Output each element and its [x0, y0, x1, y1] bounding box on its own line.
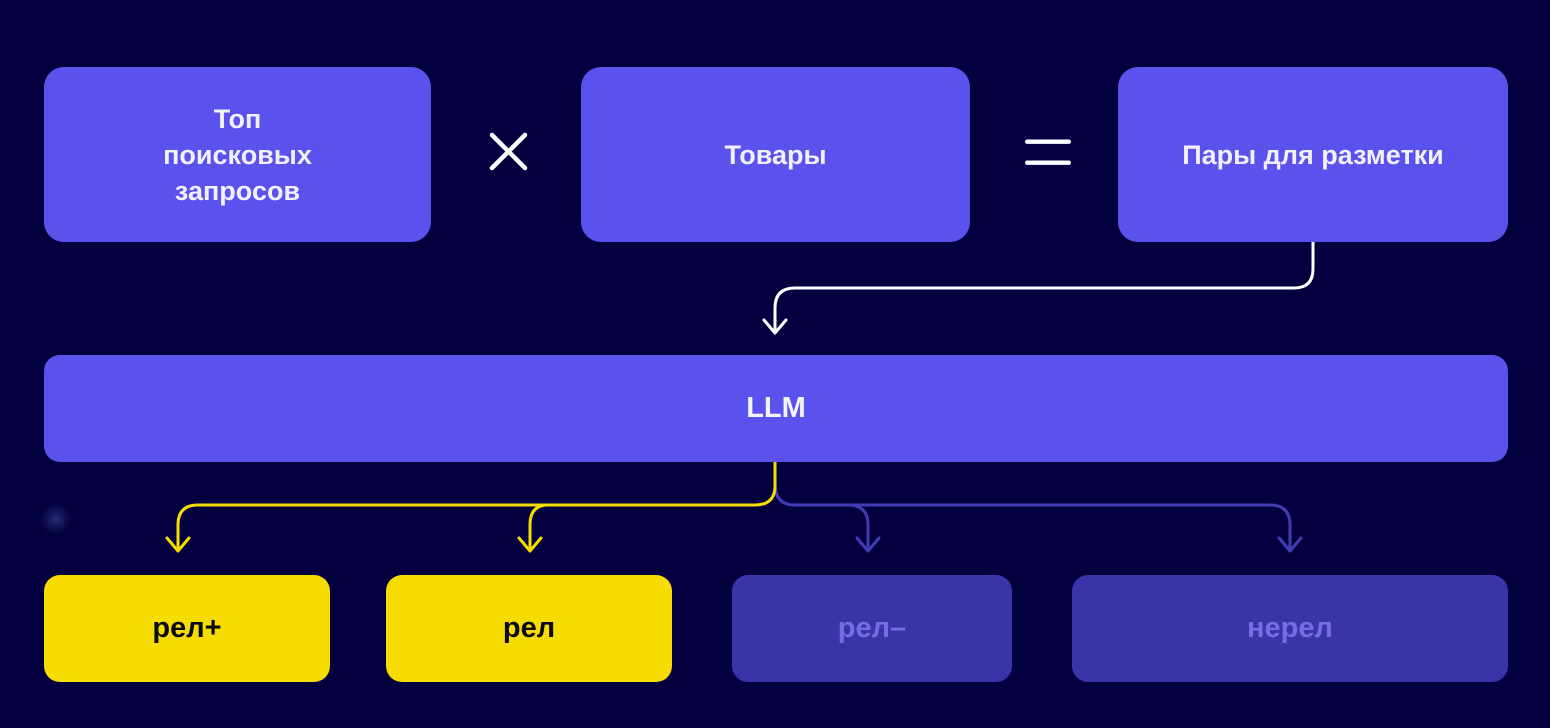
node-nerel-label: нерел: [1247, 612, 1333, 644]
node-nerel: нерел: [1072, 575, 1508, 682]
arrow-llm-to-rel: [517, 503, 612, 553]
arrow-pairs-to-llm: [762, 240, 1315, 335]
node-pairs-for-labeling-label: Пары для разметки: [1182, 139, 1444, 170]
node-pairs-for-labeling: Пары для разметки: [1118, 67, 1508, 242]
background-glow-dot: [40, 503, 72, 535]
arrow-llm-to-nerel: [773, 460, 1303, 553]
node-products: Товары: [581, 67, 970, 242]
node-rel-plus: рел+: [44, 575, 330, 682]
arrow-llm-to-rel-plus: [165, 460, 777, 553]
node-rel-label: рел: [502, 612, 556, 644]
node-products-label: Товары: [724, 139, 827, 170]
node-llm: LLM: [44, 355, 1508, 462]
node-rel-plus-label: рел+: [152, 612, 222, 644]
arrow-llm-to-rel-minus: [818, 503, 881, 553]
equals-icon: [1025, 139, 1071, 165]
node-rel: рел: [386, 575, 672, 682]
node-rel-minus: рел–: [732, 575, 1012, 682]
node-top-search-queries-label: Топ поисковых запросов: [163, 103, 312, 206]
node-rel-minus-label: рел–: [837, 612, 907, 644]
multiply-icon: [489, 132, 528, 171]
node-top-search-queries: Топ поисковых запросов: [44, 67, 431, 242]
node-llm-label: LLM: [746, 392, 806, 424]
